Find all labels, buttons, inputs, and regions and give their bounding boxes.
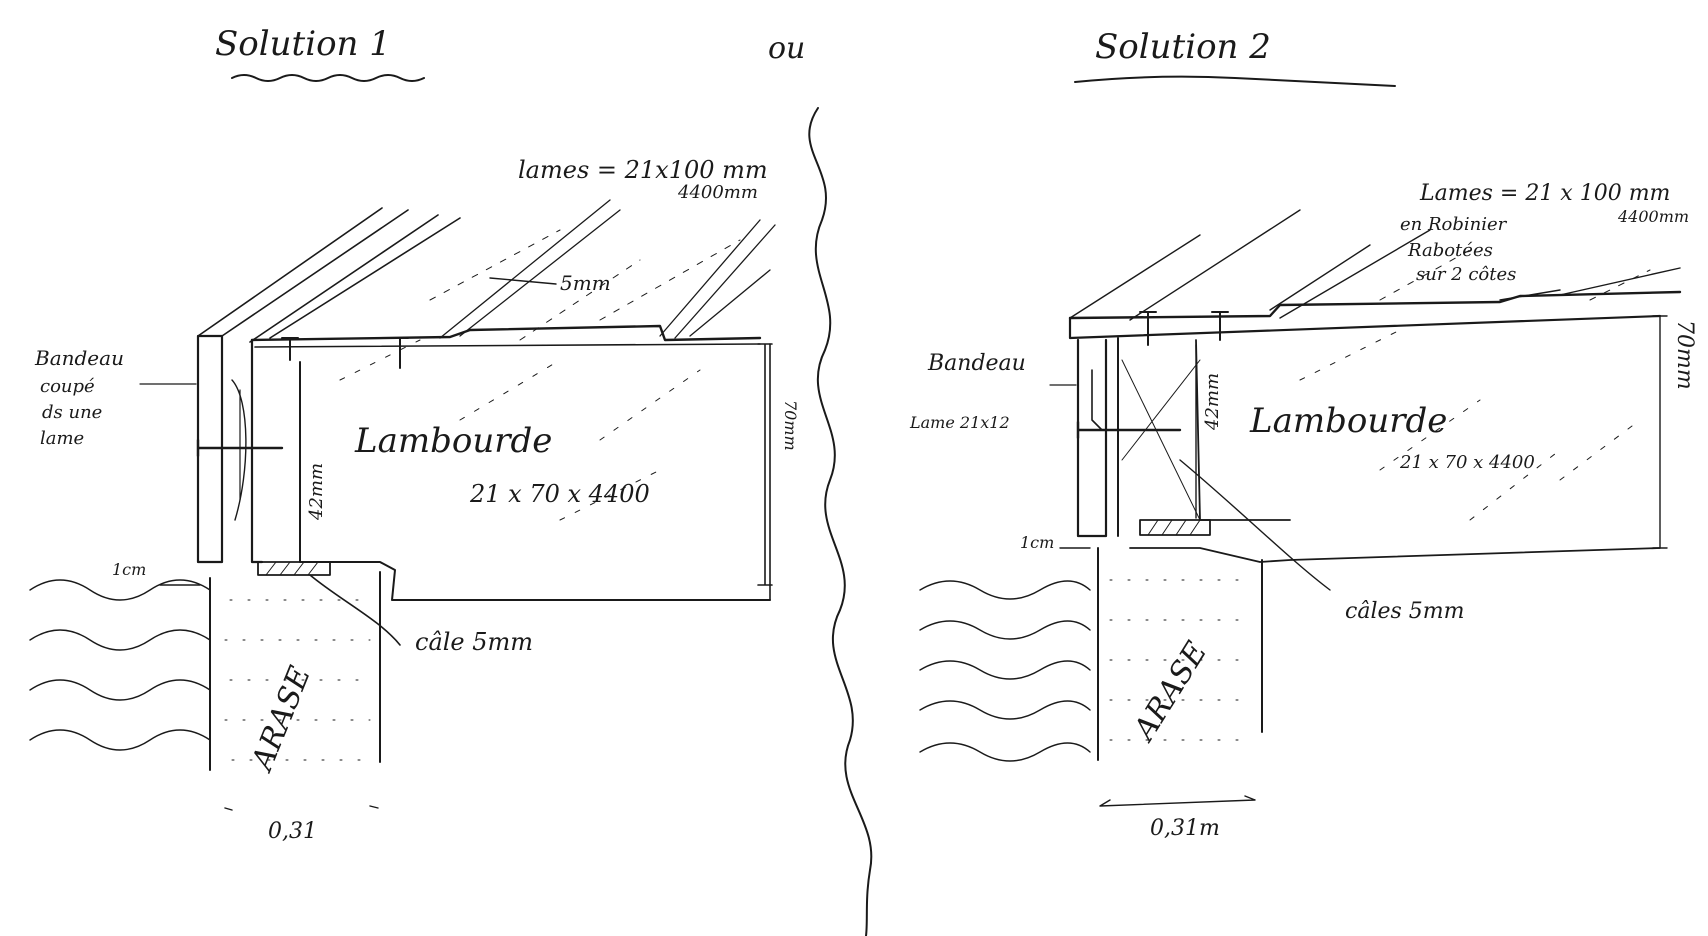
cales-label: câles 5mm: [1345, 599, 1465, 624]
arase-block: [209, 571, 381, 771]
bandeau-board: [196, 334, 224, 564]
dimension-70mm-line: [1652, 315, 1668, 549]
deck-bottom-line: [254, 343, 761, 348]
deck-bottom-line: [1068, 314, 1662, 340]
bandeau-label-line3: ds une: [42, 402, 102, 423]
lambourde-bottom: [1129, 547, 1661, 563]
gap-5mm-label: 5mm: [560, 271, 611, 295]
bandeau-label-line2: coupé: [40, 376, 95, 397]
height-42mm-label: 42mm: [1202, 373, 1223, 431]
deck-top-line: [1068, 290, 1682, 320]
gap-5mm-arrow: [489, 277, 557, 285]
lames-label: Lames = 21 x 100 mm: [1419, 181, 1670, 206]
bandeau-screw: [1076, 420, 1182, 440]
deck-top-line: [250, 324, 762, 342]
ground-waves: [919, 580, 1091, 762]
bandeau-grain: [231, 379, 247, 521]
lambourde-label: Lambourde: [354, 421, 552, 461]
width-marks: [224, 805, 379, 811]
bandeau-label: Bandeau: [927, 351, 1026, 376]
board-perspective-lines: [197, 207, 461, 343]
board-perspective-lines-2: [439, 199, 776, 339]
bandeau-grain: [1091, 369, 1103, 431]
lames-rabotees-label: Rabotées: [1407, 240, 1493, 261]
solution-2-sketch: Lames = 21 x 100 mm 4400mm en Robinier R…: [909, 181, 1697, 841]
width-label: 0,31m: [1150, 816, 1220, 841]
arase-block: [1097, 547, 1263, 761]
board-perspective-lines: [1069, 209, 1681, 321]
arase-texture: [224, 599, 371, 761]
title-solution-1: Solution 1: [215, 24, 391, 64]
title-solution-2: Solution 2: [1095, 27, 1271, 67]
lames-length: 4400mm: [677, 182, 758, 203]
cale-shim: [257, 561, 331, 576]
post-line: [250, 338, 264, 564]
bandeau-label-line1: Bandeau: [34, 346, 124, 370]
bandeau-screw: [196, 438, 284, 458]
lames-sides-label: sur 2 côtes: [1416, 264, 1516, 285]
title-solution-2-underline: [1074, 75, 1396, 87]
separator-or: ou: [768, 31, 805, 66]
cale-leader: [1179, 459, 1331, 591]
height-70mm-label: 70mm: [781, 400, 800, 451]
center-divider: [808, 107, 873, 936]
cale-hatch: [265, 561, 319, 576]
lames-label: lames = 21x100 mm: [518, 156, 768, 184]
gap-1cm-label: 1cm: [112, 560, 146, 579]
lambourde-dims: 21 x 70 x 4400: [1399, 452, 1535, 473]
deck-screws: [1139, 311, 1229, 346]
solution-1-sketch: lames = 21x100 mm 4400mm 5mm Bandeau cou…: [29, 156, 800, 844]
board-hatch: [429, 229, 741, 341]
cale-hatch: [1147, 519, 1201, 536]
board-hatch: [1379, 249, 1651, 301]
width-arrow: [1099, 795, 1256, 807]
dimension-70mm-line: [757, 343, 773, 586]
lames-wood-label: en Robinier: [1400, 214, 1508, 235]
arase-label: ARASE: [244, 661, 318, 777]
cale-label: câle 5mm: [415, 628, 533, 656]
cale-leader: [309, 574, 401, 646]
bandeau-label-line4: lame: [40, 428, 84, 449]
post-cross-hatch: [1121, 359, 1201, 521]
title-solution-1-underline: [231, 74, 425, 82]
arase-label: ARASE: [1126, 636, 1215, 749]
ground-waves: [29, 579, 211, 751]
lambourde-label: Lambourde: [1249, 401, 1447, 441]
lames-length: 4400mm: [1617, 207, 1689, 226]
cale-shim: [1139, 519, 1211, 536]
width-label: 0,31: [268, 819, 317, 844]
height-42mm-label: 42mm: [306, 463, 327, 521]
lambourde-hatch: [1299, 329, 1641, 521]
deck-screws: [281, 337, 409, 369]
lambourde-dims: 21 x 70 x 4400: [469, 480, 650, 508]
height-70mm-label: 70mm: [1672, 320, 1697, 390]
gap-1cm-label: 1cm: [1020, 533, 1054, 552]
lame-spec-label: Lame 21x12: [909, 413, 1010, 432]
